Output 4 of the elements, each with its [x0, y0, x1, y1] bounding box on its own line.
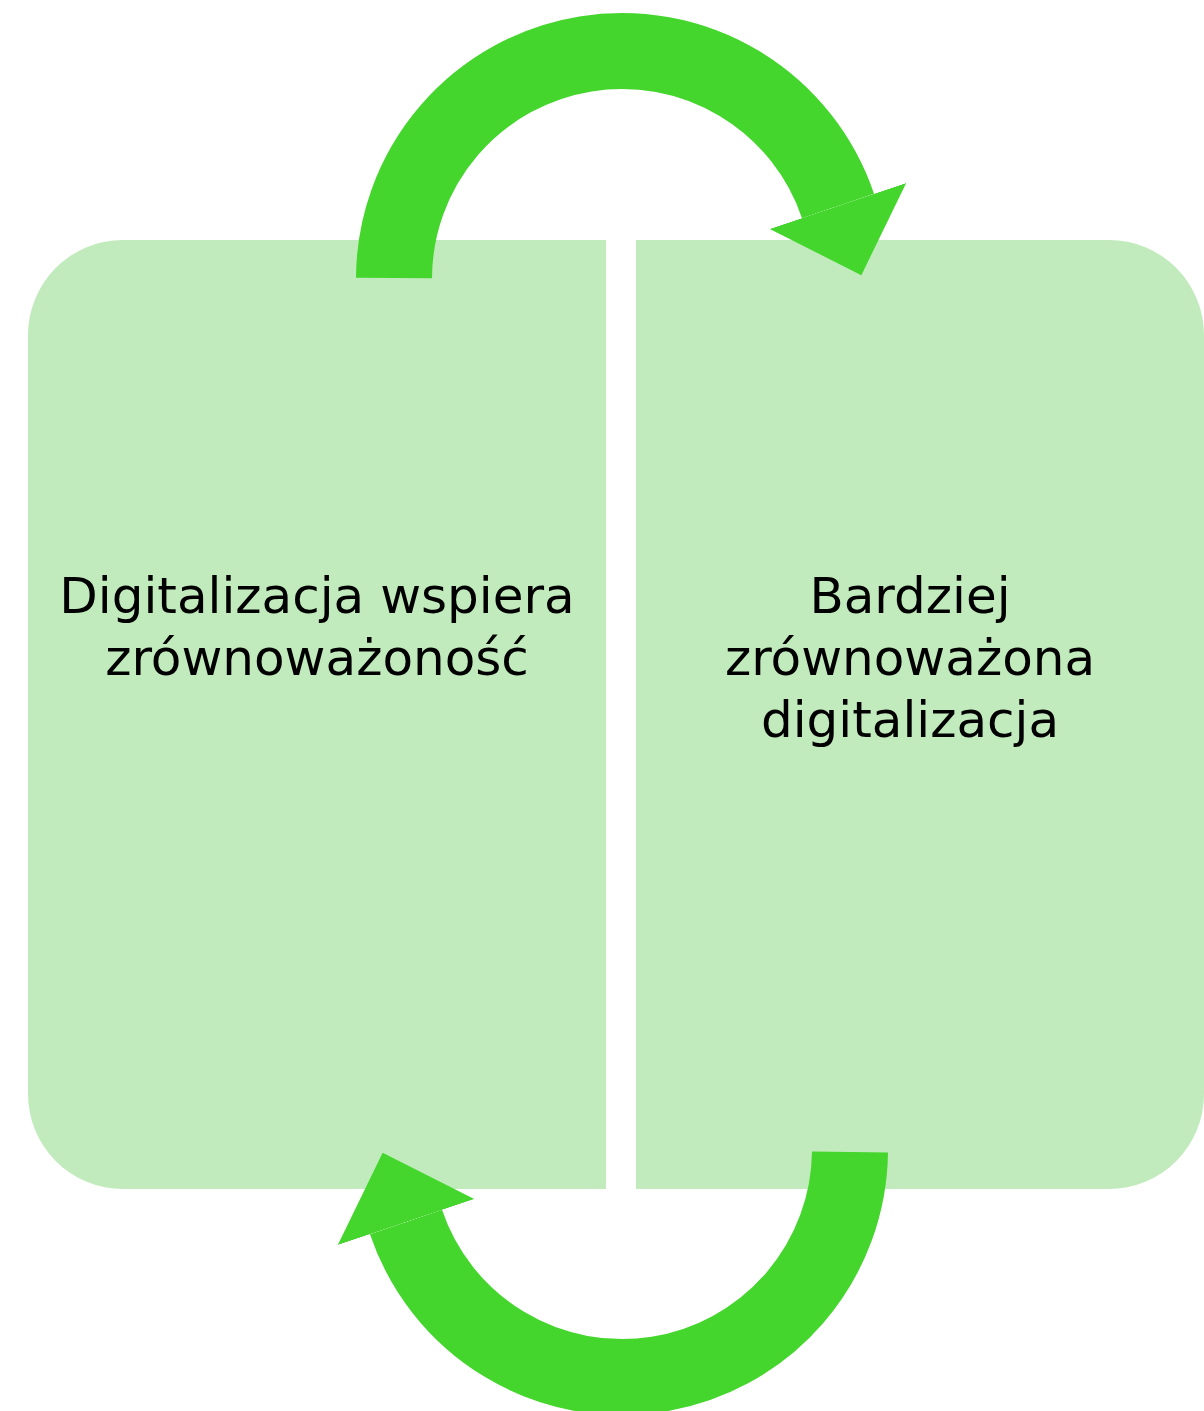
panel-label: Digitalizacja wspiera zrównoważoność	[58, 566, 576, 689]
panel-label: Bardziej zrównoważona digitalizacja	[723, 566, 1097, 751]
rounded-panel	[636, 240, 1204, 1189]
rounded-panel	[28, 240, 606, 1189]
